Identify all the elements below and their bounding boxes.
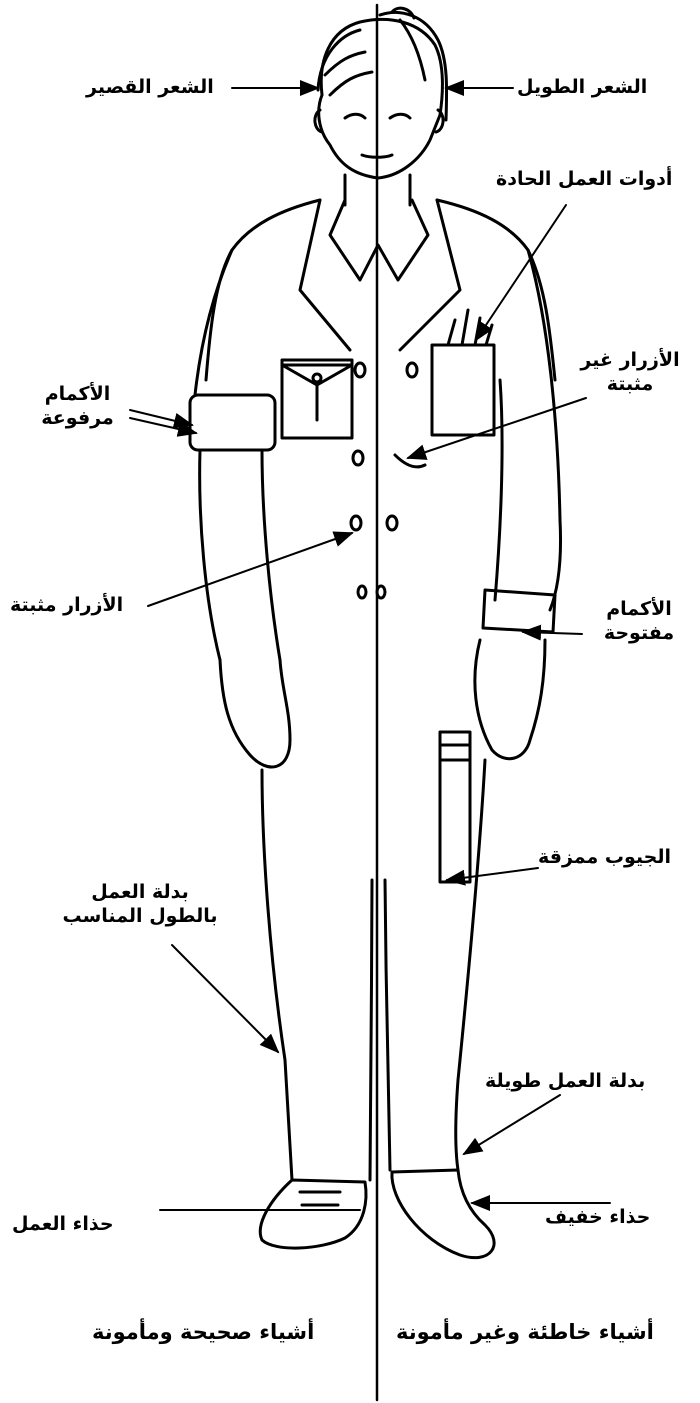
label-sleeves-open-line1: الأكمام <box>584 598 694 622</box>
label-sleeves-open: الأكمام مفتوحة <box>584 598 694 646</box>
caption-safe: أشياء صحيحة ومأمونة <box>92 1320 314 1344</box>
label-work-shoe: حذاء العمل <box>12 1213 114 1237</box>
left-arm <box>190 250 290 767</box>
label-suit-proper-line1: بدلة العمل <box>50 881 230 905</box>
coverall-body <box>206 200 555 598</box>
label-suit-proper-line2: بالطول المناسب <box>50 905 230 929</box>
label-sleeves-open-line2: مفتوحة <box>584 622 694 646</box>
label-torn-pockets: الجيوب ممزقة <box>538 846 671 870</box>
label-long-hair: الشعر الطويل <box>517 76 647 100</box>
label-light-shoe: حذاء خفيف <box>545 1206 650 1230</box>
legs <box>262 732 485 1180</box>
caption-unsafe: أشياء خاطئة وغير مأمونة <box>396 1320 654 1344</box>
label-buttons-unfastened: الأزرار غير مثبتة <box>565 349 695 397</box>
label-buttons-unfastened-line1: الأزرار غير <box>565 349 695 373</box>
label-sleeves-rolled-line1: الأكمام <box>30 383 125 407</box>
head <box>315 8 447 178</box>
label-sleeves-rolled: الأكمام مرفوعة <box>30 383 125 431</box>
label-suit-long: بدلة العمل طويلة <box>485 1070 645 1094</box>
collar <box>300 175 460 350</box>
label-buttons-unfastened-line2: مثبتة <box>565 373 695 397</box>
label-short-hair: الشعر القصير <box>86 76 214 100</box>
label-sharp-tools: أدوات العمل الحادة <box>496 168 672 192</box>
label-suit-proper-length: بدلة العمل بالطول المناسب <box>50 881 230 929</box>
label-sleeves-rolled-line2: مرفوعة <box>30 407 125 431</box>
label-buttons-fastened: الأزرار مثبتة <box>10 594 123 618</box>
